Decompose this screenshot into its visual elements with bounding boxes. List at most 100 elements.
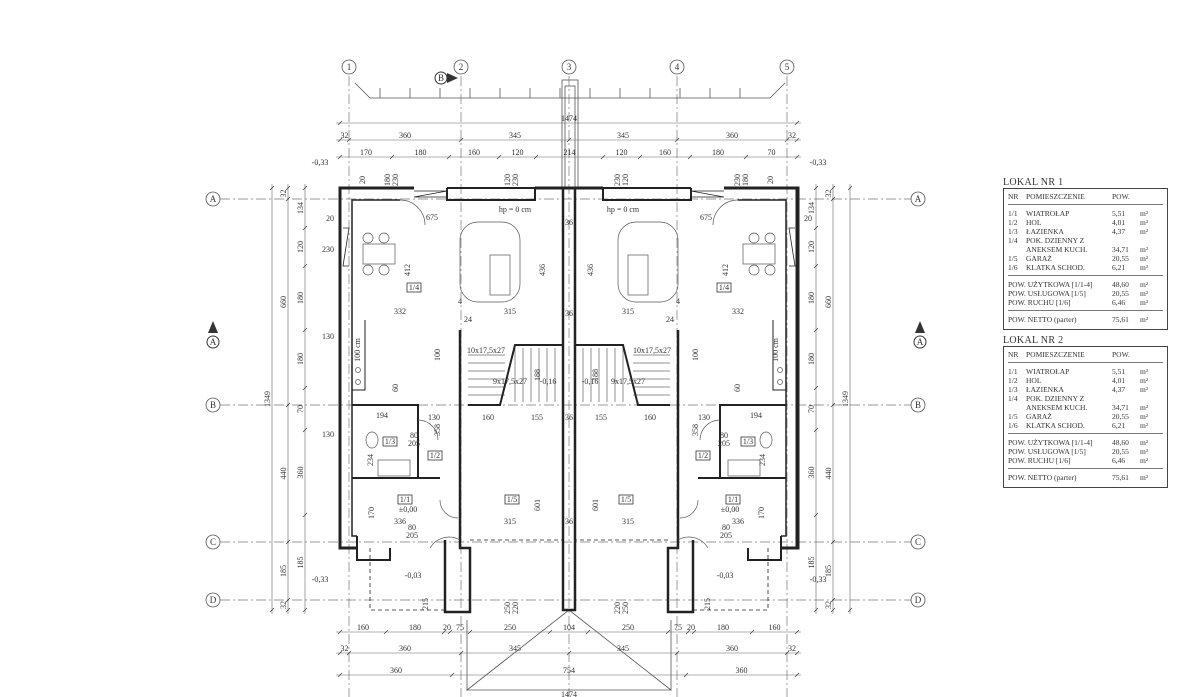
axis-label: D [915,595,922,605]
unit: m² [1140,456,1149,465]
dim-garage-door-left: 220 [511,602,520,614]
axis-bubble [910,592,926,608]
dim-tick [285,607,291,613]
room-area: 6,21 [1112,421,1126,430]
room-tag-left: 1/3 [385,437,395,446]
dim-tick [683,672,689,678]
dim-right-row3: 360 [807,467,816,479]
dim-tick [813,185,819,191]
dim-tick [813,607,819,613]
dim-left-row2: 660 [279,296,288,308]
room-nr: 1/4 [1008,236,1018,245]
dim-tick [337,137,343,143]
unit: m² [1140,289,1149,298]
total-area: 6,46 [1112,456,1126,465]
dim-tick [600,154,606,160]
dim-interior-right: 188 [591,369,600,381]
hob-burner-left [355,379,361,385]
porch-outline-left [369,548,445,611]
axis-bubble [910,397,926,413]
room-nr: 1/3 [1008,385,1018,394]
door-swing-right [679,499,699,519]
bathroom-wall-left [352,404,419,479]
dim-right-overall: 1349 [841,391,850,407]
dim-tick [389,154,395,160]
door-swing-left [399,199,426,226]
dim-top-row3: 180 [415,148,427,157]
window-right [788,227,796,267]
hob-burner-left [355,367,361,373]
dim-interior-left: 215 [421,598,430,610]
chair-left [378,264,390,276]
room-tag-right: 1/5 [621,495,631,504]
dim-interior-left: 155 [531,413,543,422]
room-area: 34,71 [1112,245,1129,254]
axis-bubble [910,191,926,207]
dim-right-row3: 120 [807,241,816,253]
dim-top-row2: 345 [509,131,521,140]
unit: m² [1140,245,1149,254]
dim-tick [743,154,749,160]
stair-label-right: 9x17,5x27 [611,377,645,386]
dining-table-left [362,243,396,265]
dim-top-row3: 160 [468,148,480,157]
dim-window-right: 180 [741,174,750,186]
furniture [355,199,783,549]
dim-window-left: 180 [383,174,392,186]
total-area: 20,55 [1112,289,1129,298]
dim-tick [830,597,836,603]
dim-tick [749,629,755,635]
dim-left-row2: 185 [279,565,288,577]
dim-interior-left: 601 [533,499,542,511]
toilet-left [365,431,379,449]
room-area: 4,01 [1112,218,1126,227]
dim-interior-left: 332 [394,307,406,316]
dim-top-row3: 120 [512,148,524,157]
dim-bottom-row1: 75 [456,623,464,632]
axis-label: 5 [785,62,790,72]
dim-interior-left: 20 [326,214,334,223]
dim-interior-right: 332 [732,307,744,316]
dim-tick [458,137,464,143]
room-nr: 1/2 [1008,376,1018,385]
dim-interior-right: 315 [622,307,634,316]
dim-right-row2: 185 [824,565,833,577]
dim-tick [383,629,389,635]
level-label-left: ±0,00 [399,505,417,514]
dim-top-row3: 214 [564,148,576,157]
axis-label: 1 [347,62,352,72]
axis-bubble [779,59,795,75]
dim-interior-left: 24 [464,315,472,324]
axis-bubble [205,397,221,413]
dim-interior-left: 675 [426,213,438,222]
dim-interior-right: 170 [757,507,766,519]
unit: m² [1140,263,1149,272]
total-area: 48,60 [1112,280,1129,289]
party-wall [561,188,577,612]
door-swing-left [417,419,439,441]
axis-bubble [205,534,221,550]
axis-bubble [561,59,577,75]
dim-tick [794,650,800,656]
dim-tick [302,263,308,269]
dim-tick [547,629,553,635]
axis-label: C [210,537,216,547]
dim-left-sub: 130 [322,332,334,341]
header-area: POW. [1112,192,1130,201]
section-arrow-icon [915,321,925,333]
dim-interior-right: 412 [721,264,730,276]
level-label-left: -0,16 [540,377,557,386]
unit: m² [1140,315,1149,324]
room-area: 5,51 [1112,367,1126,376]
dim-tick [566,650,572,656]
table-title: LOKAL NR 2 [1003,335,1064,346]
dim-top-row2: 345 [617,131,629,140]
dim-interior-right: 194 [750,411,762,420]
axis-label: B [915,400,921,410]
room-tag-box [504,494,520,505]
